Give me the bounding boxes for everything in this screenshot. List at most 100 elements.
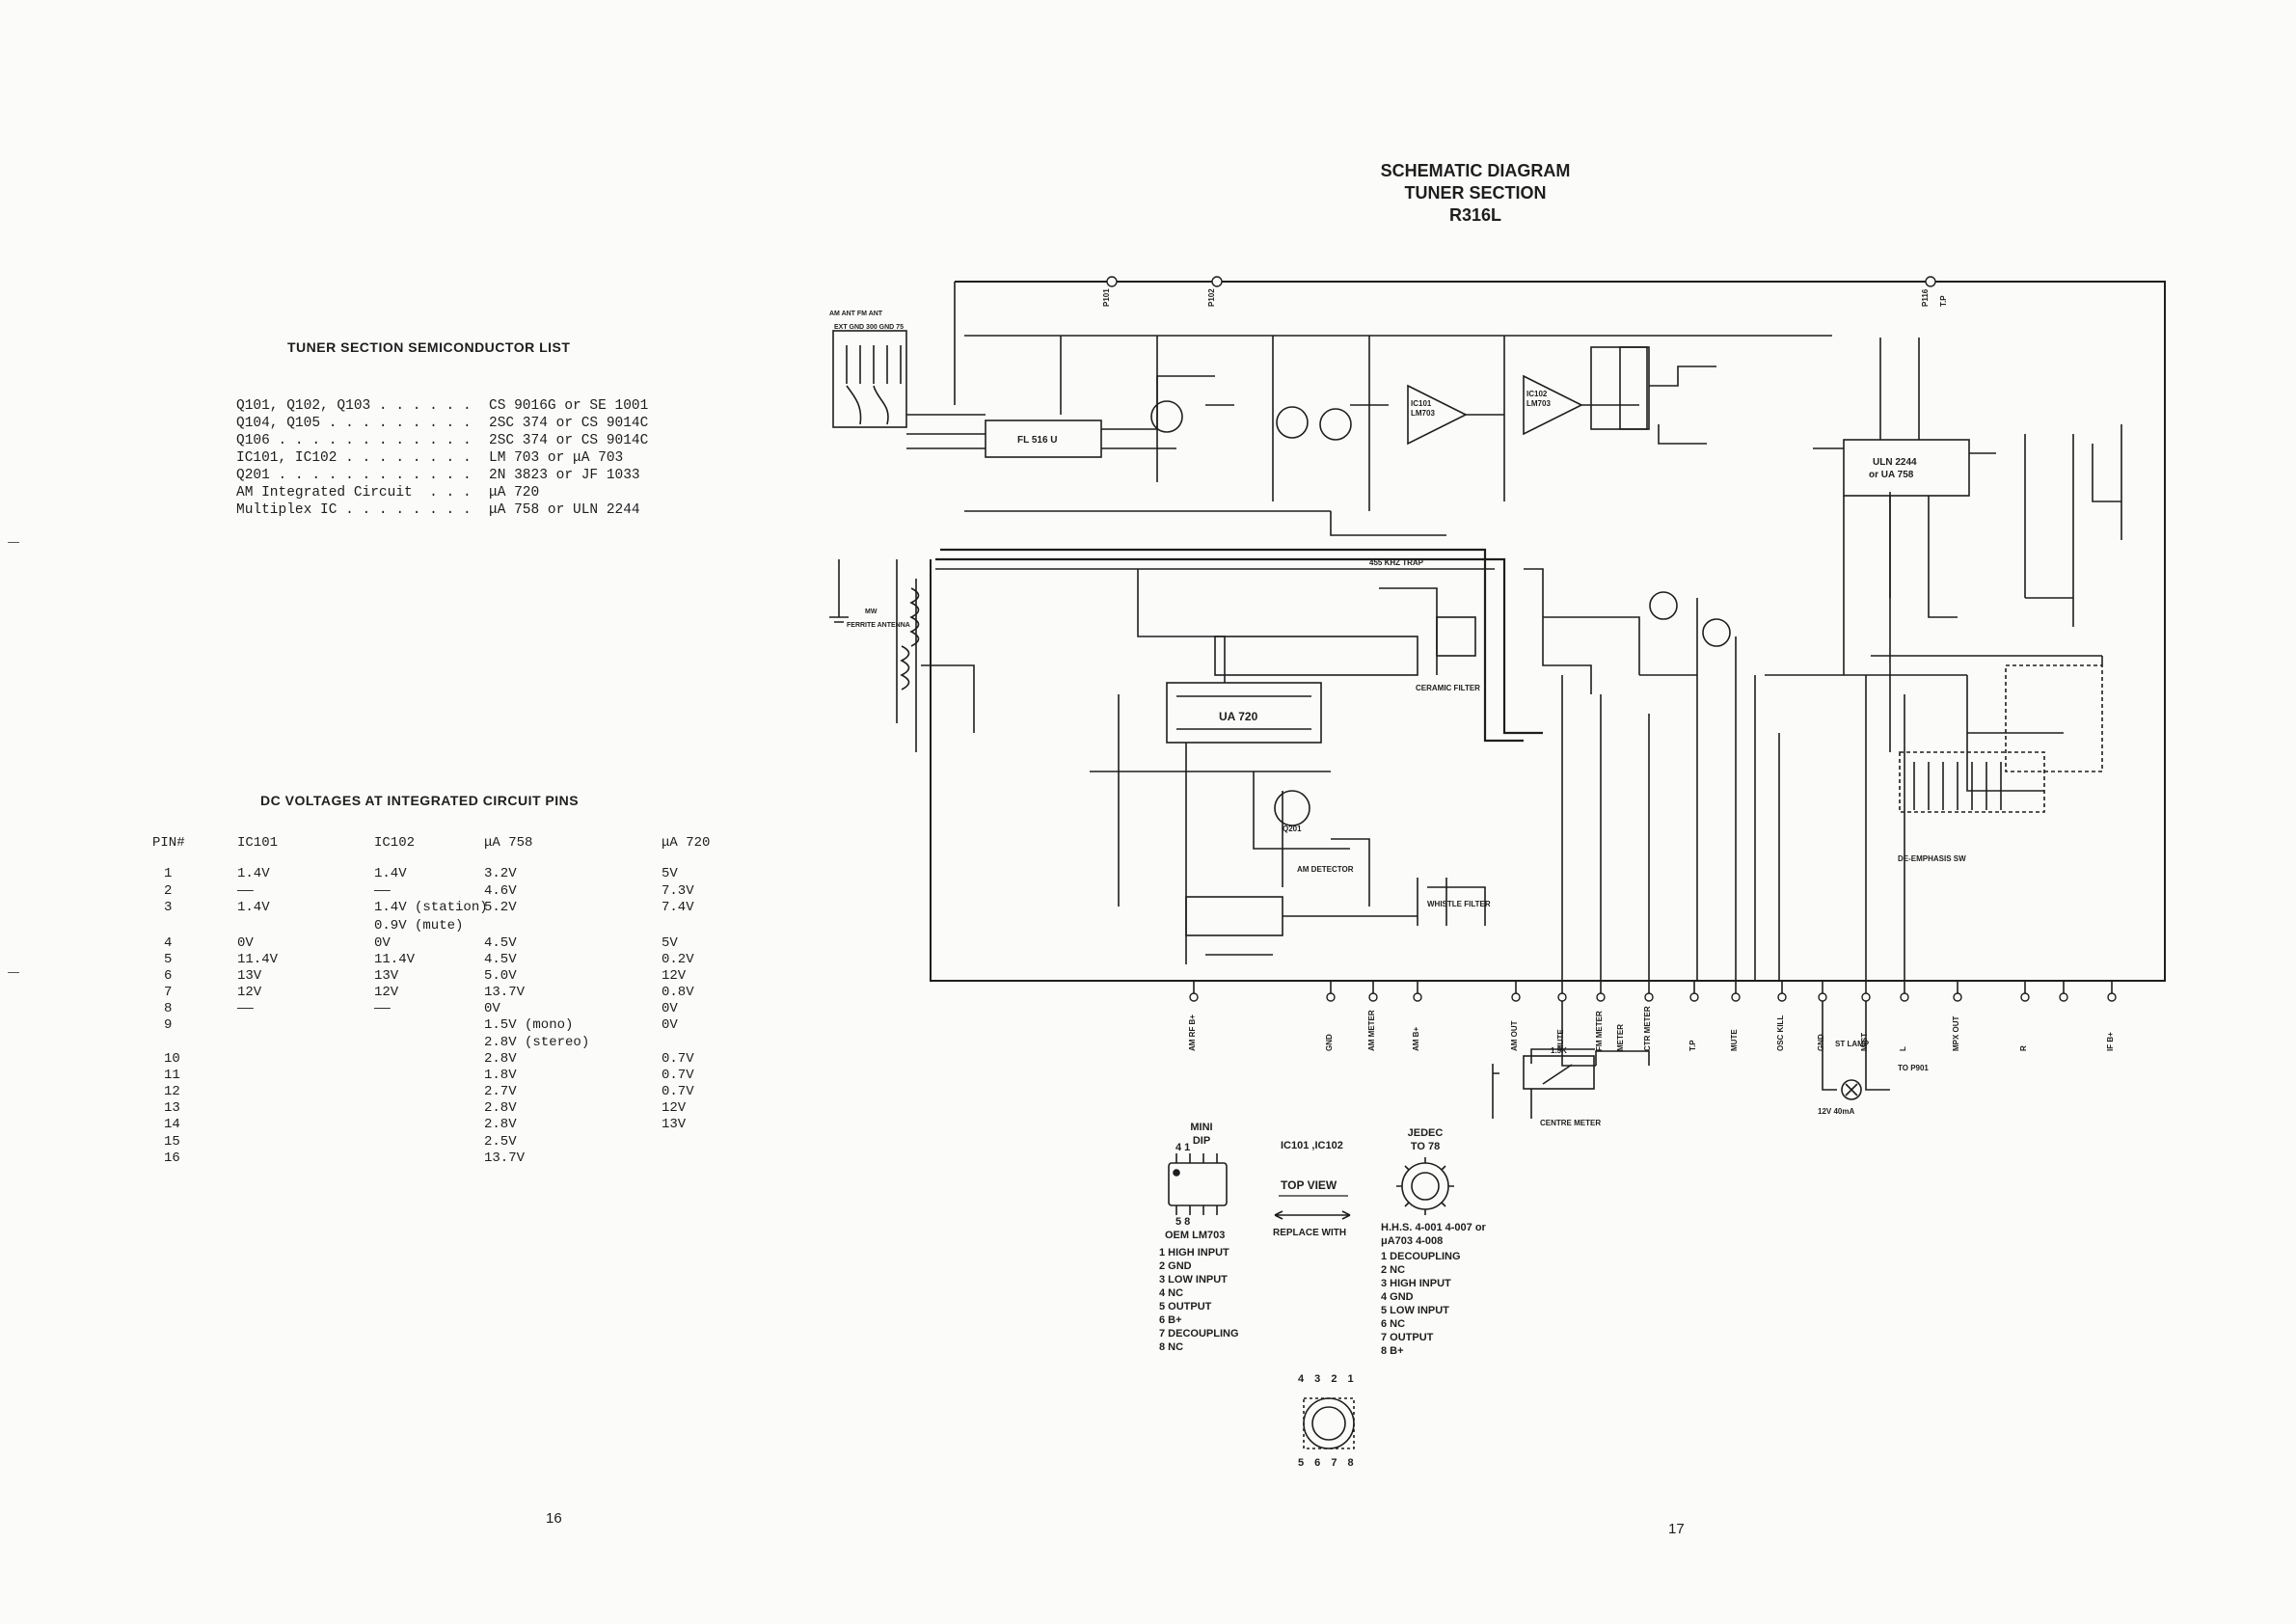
dc-table-cell: 13V <box>237 968 262 984</box>
connector-label: T.P <box>1939 295 1948 307</box>
title-line: SCHEMATIC DIAGRAM <box>1380 161 1571 180</box>
pin-function: 7 DECOUPLING <box>1159 1328 1239 1340</box>
dc-table-cell: 13 <box>164 1100 180 1116</box>
schematic-title: SCHEMATIC DIAGRAM TUNER SECTION R316L <box>1360 160 1591 227</box>
dc-table-cell: 15 <box>164 1134 180 1150</box>
ferrite-label: FERRITE ANTENNA <box>847 622 910 629</box>
pin-function: 1 HIGH INPUT <box>1159 1247 1229 1259</box>
ic101-label: IC101 <box>1411 399 1432 408</box>
title-line: TUNER SECTION <box>1404 183 1547 203</box>
dc-table-cell: 5 <box>164 952 173 967</box>
connector-label: P101 <box>1102 288 1111 307</box>
st-lamp-label: ST LAMP <box>1835 1040 1870 1048</box>
semiconductor-designator: IC101, IC102 . . . . . . . . <box>236 450 472 466</box>
pin-function: 1 DECOUPLING <box>1381 1251 1461 1262</box>
hhs-label: H.H.S. 4-001 4-007 or μA703 4-008 <box>1381 1222 1486 1247</box>
dc-table-cell: 12 <box>164 1084 180 1099</box>
jedec-label: JEDEC TO 78 <box>1407 1127 1444 1152</box>
dc-table-cell: 9 <box>164 1017 173 1033</box>
replace-with-label: REPLACE WITH <box>1273 1228 1347 1238</box>
bottom-connector-label: R <box>2019 1045 2028 1051</box>
dc-table-cell: 4 <box>164 935 173 951</box>
whistle-filter-label: WHISTLE FILTER <box>1427 900 1491 908</box>
connector-pins <box>1106 276 2117 1002</box>
ic102-type-label: LM703 <box>1526 399 1551 408</box>
dc-table-cell: 12V <box>237 985 262 1000</box>
dc-table-cell: 11.4V <box>237 952 279 967</box>
dc-table-cell: 11 <box>164 1068 180 1083</box>
semiconductor-row: IC101, IC102 . . . . . . . .LM 703 or μA… <box>236 449 648 467</box>
dc-table-cell: 2.5V <box>484 1134 517 1150</box>
dc-table-cell: 4.5V <box>484 952 517 967</box>
semiconductor-designator: Q104, Q105 . . . . . . . . . <box>236 416 472 431</box>
st-lamp-spec: 12V 40mA <box>1818 1107 1854 1116</box>
dc-table-cell: 5V <box>662 866 678 881</box>
dc-table-cell: 7.3V <box>662 883 694 899</box>
pin-function: 8 B+ <box>1381 1345 1404 1357</box>
dc-table-cell: 7.4V <box>662 900 694 915</box>
dc-table-cell: 8 <box>164 1001 173 1016</box>
ic102-label: IC102 <box>1526 390 1548 398</box>
pin-function: 6 B+ <box>1159 1314 1182 1326</box>
dc-table-cell: 4.5V <box>484 935 517 951</box>
mini-dip-label: MINI DIP <box>1190 1122 1213 1147</box>
dc-table-cell: 2.7V <box>484 1084 517 1099</box>
dc-table-cell: 2.8V (stereo) <box>484 1035 590 1050</box>
antenna-terminals-label: EXT GND 300 GND 75 <box>834 324 904 331</box>
dc-table-cell: 1.4V (station) <box>374 900 488 915</box>
page-number-left: 16 <box>546 1510 562 1527</box>
semiconductor-designator: Multiplex IC . . . . . . . . <box>236 502 472 518</box>
dc-table-cell: 2 <box>164 883 173 899</box>
semiconductor-designator: AM Integrated Circuit . . . <box>236 485 472 501</box>
pin-function: 2 NC <box>1381 1264 1406 1276</box>
dc-table-cell: —— <box>374 883 391 899</box>
semiconductor-row: AM Integrated Circuit . . .μA 720 <box>236 484 648 501</box>
semiconductor-list-heading: TUNER SECTION SEMICONDUCTOR LIST <box>287 339 571 355</box>
ic-reference: IC101 ,IC102 <box>1281 1140 1343 1151</box>
top-connector-labels: P101 P102 P116 T.P <box>1102 288 1948 307</box>
ceramic-filter-label: CERAMIC FILTER <box>1416 684 1480 692</box>
margin-tick <box>8 542 19 543</box>
dc-table-cell: 0.7V <box>662 1068 694 1083</box>
semiconductor-row: Q201 . . . . . . . . . . . .2N 3823 or J… <box>236 467 648 484</box>
bottom-connector-label: AM METER <box>1367 1010 1376 1051</box>
dc-table-cell: 13.7V <box>484 985 526 1000</box>
pin-function: 2 GND <box>1159 1260 1192 1272</box>
dc-table-cell: 5.0V <box>484 968 517 984</box>
pin-function: 8 NC <box>1159 1341 1184 1353</box>
dc-table-cell: 2.8V <box>484 1117 517 1132</box>
dc-table-column-header: IC101 <box>237 835 279 851</box>
dc-table-cell: 0V <box>374 935 391 951</box>
connector-label: P116 <box>1921 288 1930 307</box>
semiconductor-row: Multiplex IC . . . . . . . .μA 758 or UL… <box>236 501 648 519</box>
dc-table-cell: 1.4V <box>374 866 407 881</box>
dc-table-cell: 12V <box>374 985 399 1000</box>
semiconductor-designator: Q106 . . . . . . . . . . . . <box>236 433 472 448</box>
dip-bottom-pins: 5 8 <box>1175 1216 1191 1228</box>
dc-table-cell: 12V <box>662 968 687 984</box>
pin-function: 3 LOW INPUT <box>1159 1274 1228 1286</box>
bottom-connector-label: GND <box>1325 1034 1334 1051</box>
semiconductor-designator: Q201 . . . . . . . . . . . . <box>236 468 472 483</box>
bottom-connector-label: T.P <box>1688 1040 1697 1051</box>
uln2244-label: ULN 2244 <box>1873 457 1917 468</box>
bottom-connector-label: CTR METER <box>1643 1006 1652 1051</box>
semiconductor-part: 2SC 374 or CS 9014C <box>489 433 649 448</box>
semiconductor-row: Q106 . . . . . . . . . . . . 2SC 374 or C… <box>236 432 648 449</box>
dc-table-cell: 0.8V <box>662 985 694 1000</box>
mw-label: MW <box>865 609 878 615</box>
component-labels: FL 516 U UA 720 ULN 2244 or UA 758 IC101… <box>829 311 1966 1127</box>
dc-table-cell: 0.2V <box>662 952 694 967</box>
dc-table-column-header: PIN# <box>152 835 185 851</box>
am-detector-label: AM DETECTOR <box>1297 865 1354 874</box>
bottom-connector-label: OSC KILL <box>1776 1015 1785 1051</box>
semiconductor-row: Q104, Q105 . . . . . . . . .2SC 374 or C… <box>236 415 648 432</box>
bottom-connector-label: METER <box>1616 1024 1625 1051</box>
bottom-connector-label: IF B+ <box>2106 1032 2115 1051</box>
dc-table-cell: 3 <box>164 900 173 915</box>
wiring <box>829 281 2166 1119</box>
semiconductor-row: Q101, Q102, Q103 . . . . . .CS 9016G or … <box>236 397 648 415</box>
dc-table-cell: 0.9V (mute) <box>374 918 464 934</box>
